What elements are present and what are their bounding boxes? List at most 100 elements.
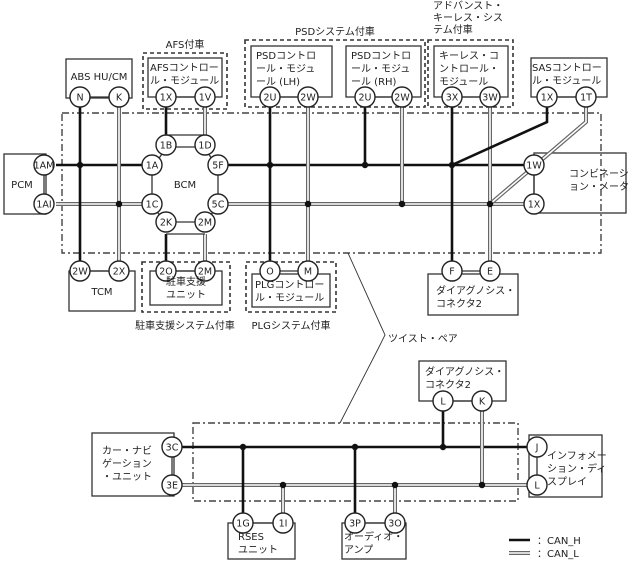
plg-group	[245, 261, 337, 313]
bcm-label: BCM	[174, 180, 196, 191]
meter-pin-label: 1W	[526, 161, 542, 172]
bcm-pin	[141, 193, 163, 215]
navi-label-line: ゲーション	[102, 458, 152, 470]
sas-label-line: ル・モジュール	[532, 76, 601, 87]
sas-can-l-core	[489, 107, 587, 205]
can-h-junction	[439, 443, 447, 451]
plg-pin	[297, 260, 319, 282]
parking-group	[141, 261, 231, 313]
abs-pin-label: N	[76, 93, 83, 104]
navi-pin	[161, 474, 183, 496]
afs-pin-label: 1X	[160, 93, 173, 104]
pcm-label: PCM	[11, 180, 33, 191]
aks-group-label-line: キーレス・シス	[433, 13, 503, 24]
meter-pin	[523, 154, 545, 176]
can-h-junction	[448, 161, 456, 169]
amp-label-line: オーディオ・	[344, 530, 403, 543]
keyless-label-line: ントロール・	[439, 64, 499, 75]
navi-label-line: ・ユニット	[102, 472, 152, 483]
keyless-label-line: キーレス・コ	[439, 51, 499, 62]
sas-pin	[575, 86, 597, 108]
sas-pin	[536, 86, 558, 108]
afs-group-label: AFS付車	[166, 38, 205, 51]
dlc-lower-pin-label: K	[479, 397, 486, 408]
tcm-pin	[108, 260, 130, 282]
labels: ツイスト・ペアAFS付車PSDシステム付車アドバンスト・キーレス・システム付車駐…	[11, 0, 629, 560]
sas-label-line: SASコントロー	[532, 63, 602, 74]
bcm-pin	[155, 134, 177, 156]
psd-rh-pin	[391, 86, 413, 108]
psd-lh-pin-label: 2U	[264, 93, 277, 104]
bcm-pin	[141, 154, 163, 176]
parking-pin	[155, 260, 177, 282]
can-l-junction	[398, 200, 406, 208]
can-h-junction	[76, 161, 84, 169]
psd-group-label: PSDシステム付車	[295, 25, 375, 38]
afs-pin-label: 1V	[199, 93, 212, 104]
meter-module	[533, 152, 627, 214]
navi-module	[91, 432, 175, 497]
can-h-junction	[266, 161, 274, 169]
rses-pin	[272, 512, 294, 534]
abs-pin	[69, 86, 91, 108]
psd-lh-label-line: ール (LH)	[256, 77, 300, 88]
abs-label: ABS HU/CM	[71, 72, 128, 83]
psd-group	[244, 39, 426, 108]
legend-can-l-label: ：CAN_L	[537, 549, 579, 560]
twist-pair-label: ツイスト・ペア	[388, 334, 458, 345]
dlc-lower-pin	[432, 390, 454, 412]
dlc-lower-label-line: ダイアグノシス・	[425, 365, 504, 378]
psd-rh-pin	[354, 86, 376, 108]
parking-pin-label: 2O	[159, 267, 173, 278]
dlc-upper-label-line: コネクタ2	[436, 298, 482, 310]
sas-pin-label: 1X	[541, 93, 554, 104]
psd-lh-pin	[297, 86, 319, 108]
dlc-upper-pin-label: E	[487, 267, 493, 278]
can-h-junction	[351, 443, 359, 451]
psd-rh-label-line: ール (RH)	[351, 77, 397, 88]
rses-label-line: ユニット	[238, 545, 278, 556]
psd-lh-pin	[259, 86, 281, 108]
tcm-pin-label: 2W	[72, 267, 88, 278]
meter-label-line: ョン・メータ	[569, 181, 629, 193]
navi-label-line: カー・ナビ	[102, 445, 152, 457]
info-label-line: スプレイ	[547, 476, 587, 488]
psd-rh-label-line: ール・モジュ	[351, 64, 410, 75]
dlc-upper-label-line: ダイアグノシス・	[436, 284, 515, 297]
meter-pin	[523, 193, 545, 215]
can-l-junction	[279, 481, 287, 489]
plg-pin	[259, 260, 281, 282]
info-label-line: インフォメー	[547, 451, 607, 462]
dlc-upper-pin-label: F	[449, 267, 454, 278]
plg-label-line: ル・モジュール	[255, 293, 324, 304]
abs-pin	[108, 86, 130, 108]
tcm-pin-label: 2X	[113, 267, 126, 278]
keyless-pin-label: 3W	[482, 93, 498, 104]
aks-group	[427, 39, 514, 108]
dlc-upper-pin	[441, 260, 463, 282]
amp-pin-label: 3P	[349, 519, 361, 530]
aks-group-label-line: テム付車	[433, 23, 473, 36]
plg-pin-label: M	[304, 267, 312, 278]
info-pin-label: L	[534, 481, 540, 492]
afs-label-line: ル・モジュール	[150, 76, 219, 87]
keyless-label-line: モジュール	[439, 77, 488, 88]
pcm-pin	[33, 193, 55, 215]
dlc-lower-pin	[471, 390, 493, 412]
bcm-pin-label: 1D	[198, 141, 211, 152]
twist-pair-leader	[339, 252, 386, 424]
pcm-pin-label: 1AI	[36, 200, 51, 211]
rses-pin	[232, 512, 254, 534]
legend-can-h-label: ：CAN_H	[537, 536, 581, 547]
afs-group	[142, 52, 228, 110]
amp-pin	[384, 512, 406, 534]
parking-label-line: 駐車支援	[166, 275, 206, 288]
bcm-pin	[207, 154, 229, 176]
can-l-junction	[478, 481, 486, 489]
can-l-junction	[391, 481, 399, 489]
keyless-pin-label: 3X	[446, 93, 459, 104]
abs-pin-label: K	[116, 93, 123, 104]
plg-label-line: PLGコントロー	[255, 280, 324, 291]
info-pin	[526, 474, 548, 496]
keyless-pin	[441, 86, 463, 108]
